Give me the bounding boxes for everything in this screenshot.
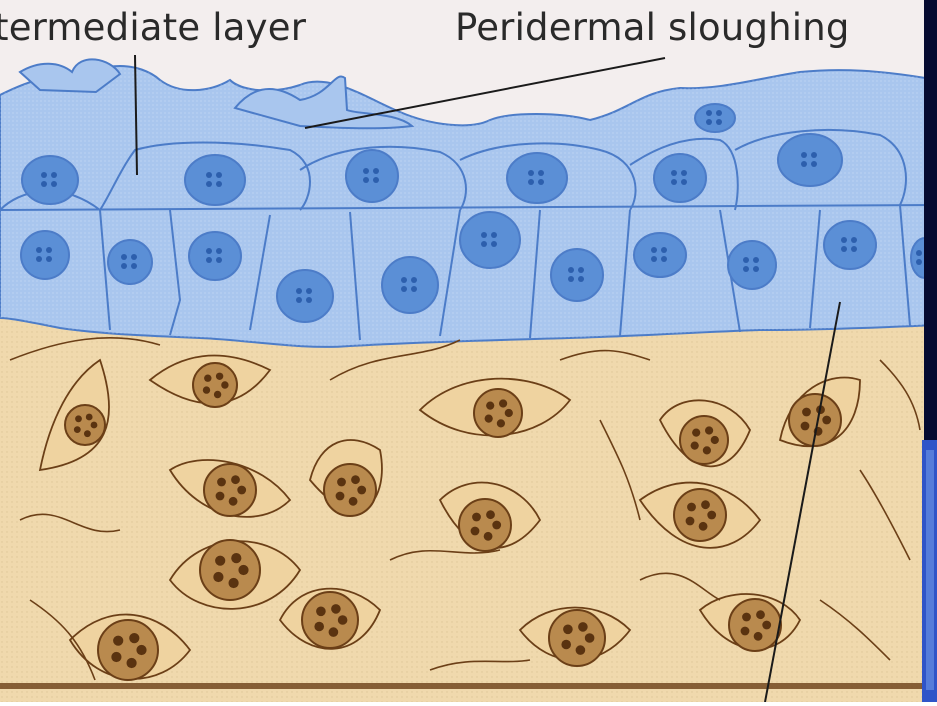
basal-cell-icon	[654, 154, 706, 202]
basal-cell-icon	[185, 155, 245, 205]
basal-cell-icon	[21, 231, 69, 279]
basal-cell-icon	[695, 104, 735, 132]
basal-cell-icon	[189, 232, 241, 280]
basal-cell-icon	[108, 240, 152, 284]
basal-cell-icon	[346, 150, 398, 202]
basal-cell-icon	[460, 212, 520, 268]
basal-cell-icon	[634, 233, 686, 277]
basal-cell-icon	[728, 241, 776, 289]
basal-cell-icon	[778, 134, 842, 186]
label-peridermal-sloughing: Peridermal sloughing	[455, 6, 850, 49]
basal-cell-icon	[277, 270, 333, 322]
basal-cell-icon	[22, 156, 78, 204]
right-edge-artifact	[922, 0, 937, 702]
basal-cell-icon	[824, 221, 876, 269]
basal-cell-icon	[507, 153, 567, 203]
bottom-border	[0, 683, 937, 689]
label-intermediate-layer: termediate layer	[0, 6, 306, 49]
basal-cell-icon	[382, 257, 438, 313]
basal-cell-icon	[551, 249, 603, 301]
